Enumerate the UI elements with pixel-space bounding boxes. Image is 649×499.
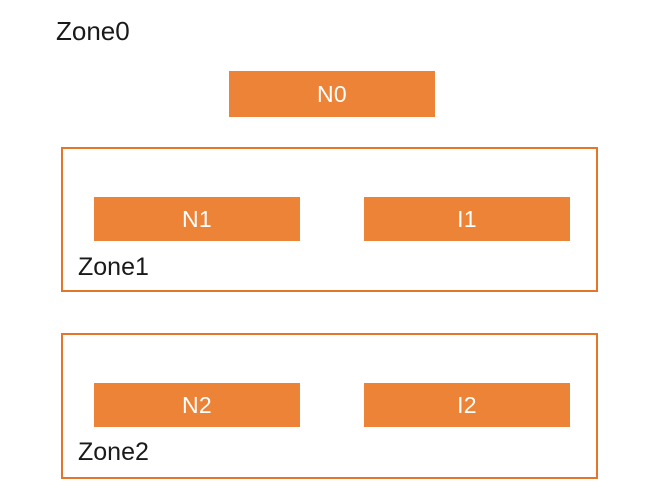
zone1-container[interactable]	[61, 147, 598, 292]
node-i2[interactable]: I2	[364, 383, 570, 427]
zone0-label: Zone0	[56, 16, 130, 46]
zone2-container[interactable]	[61, 333, 598, 479]
node-n2[interactable]: N2	[94, 383, 300, 427]
node-n0[interactable]: N0	[229, 71, 435, 117]
zone1-label: Zone1	[78, 253, 149, 281]
node-i1[interactable]: I1	[364, 197, 570, 241]
zone2-label: Zone2	[78, 438, 149, 466]
node-n1[interactable]: N1	[94, 197, 300, 241]
